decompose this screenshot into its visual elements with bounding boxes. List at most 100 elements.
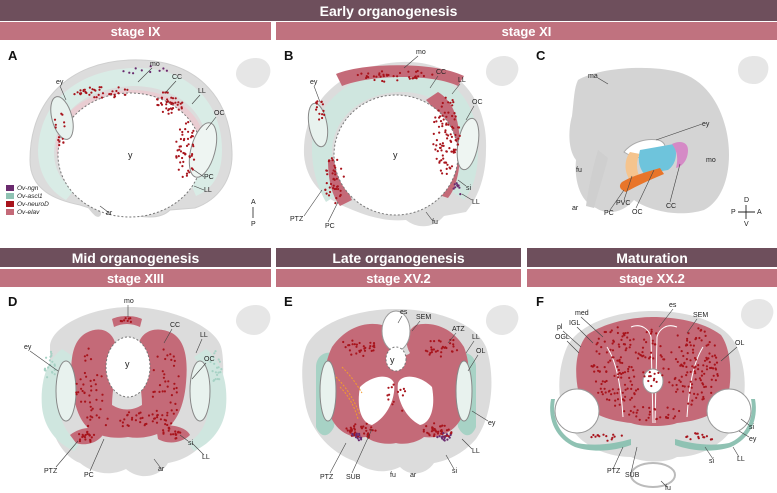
expression-dot (216, 373, 219, 376)
label-pvc: PVC (616, 200, 630, 207)
expression-dot (174, 430, 177, 433)
expression-dot (161, 370, 164, 373)
expression-dot (170, 422, 173, 425)
expression-dot (611, 342, 614, 345)
expression-dot (214, 350, 217, 353)
panel-letter-b: B (284, 48, 294, 63)
expression-dot (356, 437, 359, 440)
expression-dot (89, 405, 92, 408)
expression-dot (708, 352, 711, 355)
axis-indicator: A P (251, 199, 256, 228)
expression-dot (156, 414, 159, 417)
expression-dot (440, 105, 443, 108)
expression-dot (436, 436, 439, 439)
expression-dot (590, 365, 593, 368)
expression-dot (666, 406, 669, 409)
expression-dot (458, 134, 461, 137)
expression-dot (716, 373, 719, 376)
expression-dot (367, 76, 370, 79)
expression-dot (167, 429, 170, 432)
expression-dot (433, 422, 436, 425)
expression-dot (705, 358, 708, 361)
expression-dot (611, 388, 614, 391)
expression-dot (672, 417, 675, 420)
expression-dot (603, 387, 606, 390)
expression-dot (166, 414, 169, 417)
label-ey: ey (702, 121, 710, 128)
expression-dot (373, 346, 376, 349)
expression-dot (694, 372, 697, 375)
expression-dot (362, 425, 365, 428)
expression-dot (175, 155, 178, 158)
expression-dot (372, 75, 375, 78)
expression-dot (687, 402, 690, 405)
panel-c-diagram: ma ey fu mo ar PC PVC OC CC D V P A (569, 56, 769, 228)
expression-dot (172, 364, 176, 367)
expression-dot (340, 167, 343, 170)
expression-dot (191, 131, 194, 134)
expression-dot (166, 411, 169, 414)
expression-dot (605, 435, 608, 438)
legend-label: Ov-ngn (17, 184, 39, 192)
expression-dot (601, 393, 604, 396)
expression-dot (703, 330, 706, 333)
expression-dot (392, 383, 395, 386)
panel-b-diagram: ey mo CC LL OC y PTZ PC si LL fu (290, 49, 519, 230)
header-text: Mid organogenesis (71, 249, 200, 266)
expression-dot (126, 88, 129, 91)
expression-dot (211, 370, 214, 373)
expression-dot (648, 375, 651, 378)
expression-dot (120, 320, 124, 323)
expression-dot (88, 401, 92, 404)
expression-dot (442, 144, 445, 147)
label-es: es (669, 302, 677, 309)
expression-dot (611, 349, 615, 352)
expression-dot (80, 387, 83, 390)
expression-dot (54, 126, 57, 129)
expression-dot (117, 92, 120, 95)
expression-dot (144, 423, 147, 426)
expression-dot (648, 410, 652, 413)
expression-dot (617, 376, 620, 379)
expression-dot (450, 150, 453, 153)
legend-item: Ov-ngn (6, 184, 49, 192)
expression-dot (458, 186, 461, 189)
expression-dot (435, 139, 438, 142)
expression-dot (155, 409, 158, 412)
axis-posterior: P (251, 221, 256, 228)
label-ptz: PTZ (44, 468, 58, 475)
expression-dot (673, 415, 677, 418)
expression-dot (454, 133, 457, 137)
expression-dot (129, 317, 132, 320)
leader-lines (29, 305, 207, 472)
expression-dot (326, 173, 329, 176)
expression-dot (370, 349, 373, 352)
expression-dot (167, 426, 170, 430)
expression-dot (375, 75, 378, 78)
expression-dot (402, 387, 405, 390)
expression-dot (692, 344, 695, 347)
expression-dot (177, 108, 180, 111)
expression-dot (374, 429, 377, 432)
expression-dot (334, 166, 337, 169)
label-y: y (128, 150, 133, 160)
expression-dot (441, 114, 444, 117)
expression-dot (612, 356, 615, 359)
expression-dot (440, 159, 443, 162)
expression-dot (434, 350, 437, 353)
expression-dot (425, 425, 428, 428)
expression-dot (93, 88, 96, 91)
expression-dot (690, 383, 694, 386)
expression-dot (626, 336, 629, 339)
expression-dot (437, 109, 440, 112)
header-text: Maturation (616, 249, 688, 266)
expression-dot (678, 409, 681, 413)
expression-dot (176, 149, 179, 152)
expression-dot (169, 433, 172, 436)
expression-dot (355, 345, 358, 348)
expression-dot (362, 345, 365, 348)
eye-left (319, 360, 337, 422)
expression-dot (151, 395, 154, 398)
expression-dot (46, 376, 49, 379)
expression-dot (657, 371, 660, 374)
